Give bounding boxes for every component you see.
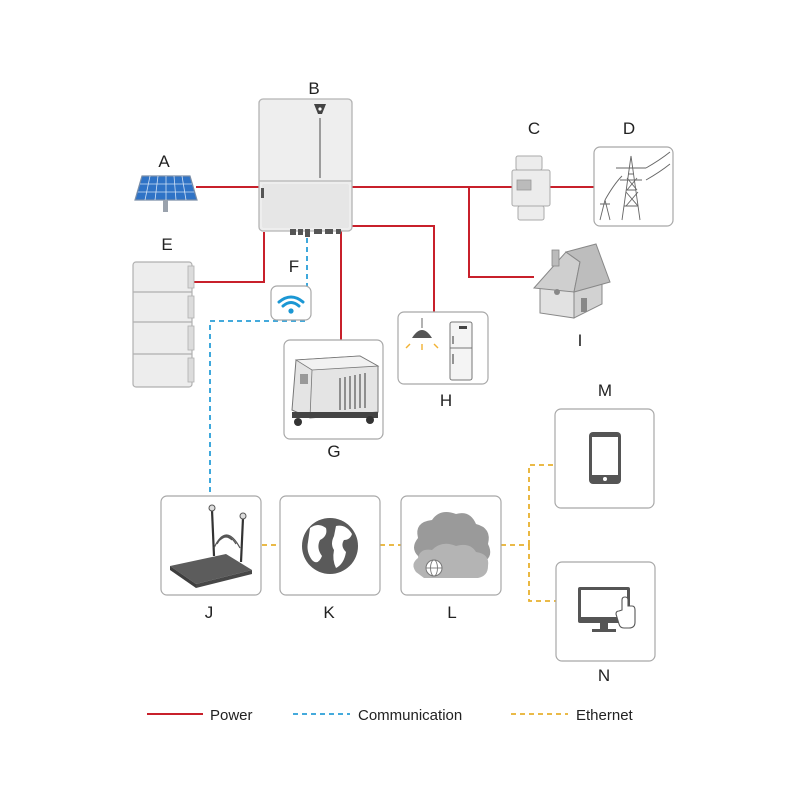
node-label-c: C (528, 119, 540, 138)
node-m: M (554, 381, 655, 509)
legend-item-communication: Communication (293, 707, 462, 724)
node-label-b: B (308, 79, 319, 98)
node-label-h: H (440, 391, 452, 410)
legend-label-ethernet: Ethernet (576, 707, 634, 724)
solar-panel-icon (134, 175, 198, 212)
legend-label-power: Power (210, 707, 253, 724)
power-line-b-h (352, 225, 435, 312)
inverter-icon (258, 98, 353, 237)
eth-line-to-m (528, 464, 555, 545)
house-icon (532, 243, 611, 319)
node-label-g: G (327, 442, 340, 461)
node-label-j: J (205, 603, 214, 622)
legend-label-communication: Communication (358, 707, 462, 724)
generator-icon (291, 355, 380, 426)
node-label-m: M (598, 381, 612, 400)
node-label-d: D (623, 119, 635, 138)
node-h-frame (397, 311, 489, 385)
node-label-f: F (289, 257, 299, 276)
tablet-icon (589, 432, 621, 484)
energy-meter-icon (511, 155, 551, 221)
legend-item-power: Power (147, 707, 253, 724)
monitor-icon (578, 587, 636, 632)
node-label-k: K (323, 603, 335, 622)
node-l: L (400, 495, 502, 622)
node-label-e: E (161, 235, 172, 254)
node-a: A (134, 152, 198, 212)
power-line-b-e (194, 232, 265, 283)
household-loads-icon (405, 318, 473, 381)
power-lines (194, 186, 594, 340)
node-g: G (283, 339, 384, 461)
power-line-to-i (468, 187, 534, 278)
node-d: D (593, 119, 674, 227)
eth-line-to-n (528, 545, 556, 602)
node-label-i: I (578, 331, 583, 350)
node-j: J (160, 495, 262, 622)
node-n: N (555, 561, 656, 685)
node-i: I (532, 243, 611, 350)
node-c: C (511, 119, 551, 221)
node-f: F (270, 257, 312, 321)
node-b: B (258, 79, 353, 237)
wifi-router-icon (170, 504, 252, 588)
node-label-l: L (447, 603, 456, 622)
battery-stack-icon (132, 261, 195, 388)
wifi-dongle-icon (270, 285, 312, 321)
cloud-icon (413, 512, 491, 578)
legend: Power Communication Ethernet (147, 707, 634, 724)
ethernet-lines (262, 464, 556, 602)
node-label-a: A (158, 152, 170, 171)
node-k: K (279, 495, 381, 622)
power-grid-icon (599, 151, 671, 221)
legend-item-ethernet: Ethernet (511, 707, 634, 724)
globe-icon (302, 518, 358, 574)
node-label-n: N (598, 666, 610, 685)
node-h: H (397, 311, 489, 410)
node-e: E (132, 235, 195, 388)
